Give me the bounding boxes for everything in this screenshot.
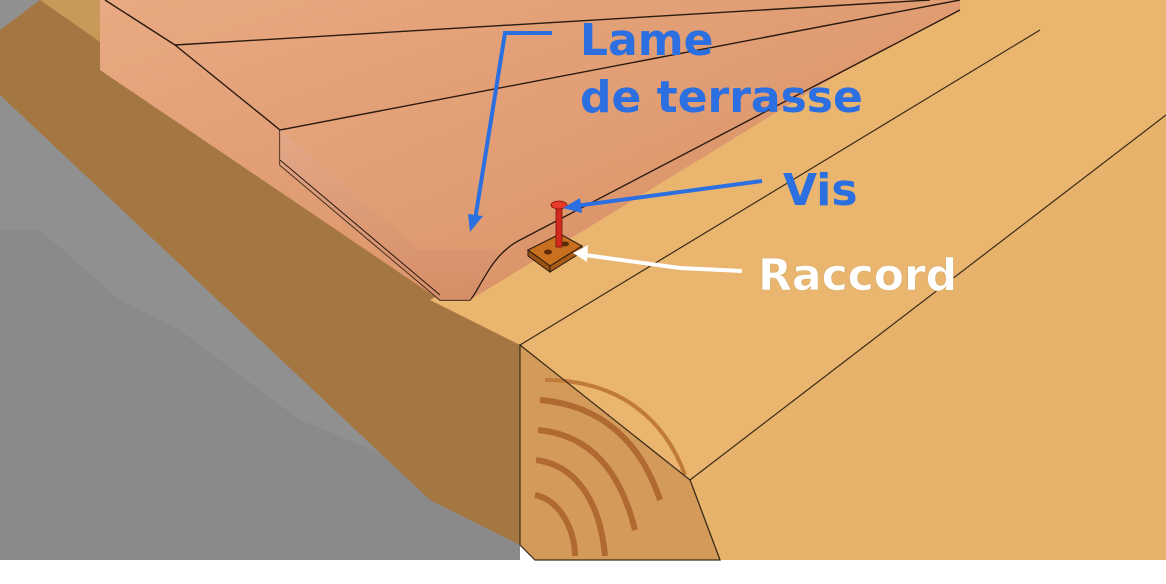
left-joist	[0, 0, 520, 545]
screw-arrow	[563, 179, 763, 213]
deck-board-label-line1: Lame	[580, 15, 713, 66]
connector-label: Raccord	[758, 250, 957, 301]
right-joist	[430, 0, 1166, 561]
connector-arrow	[573, 245, 743, 273]
screw-icon	[550, 200, 568, 248]
screw-label: Vis	[783, 165, 858, 216]
joist-end-grain	[519, 343, 721, 561]
deck-board-arrow	[468, 31, 552, 232]
deck-board-label-line2: de terrasse	[580, 72, 863, 123]
deck-boards	[100, 0, 961, 301]
